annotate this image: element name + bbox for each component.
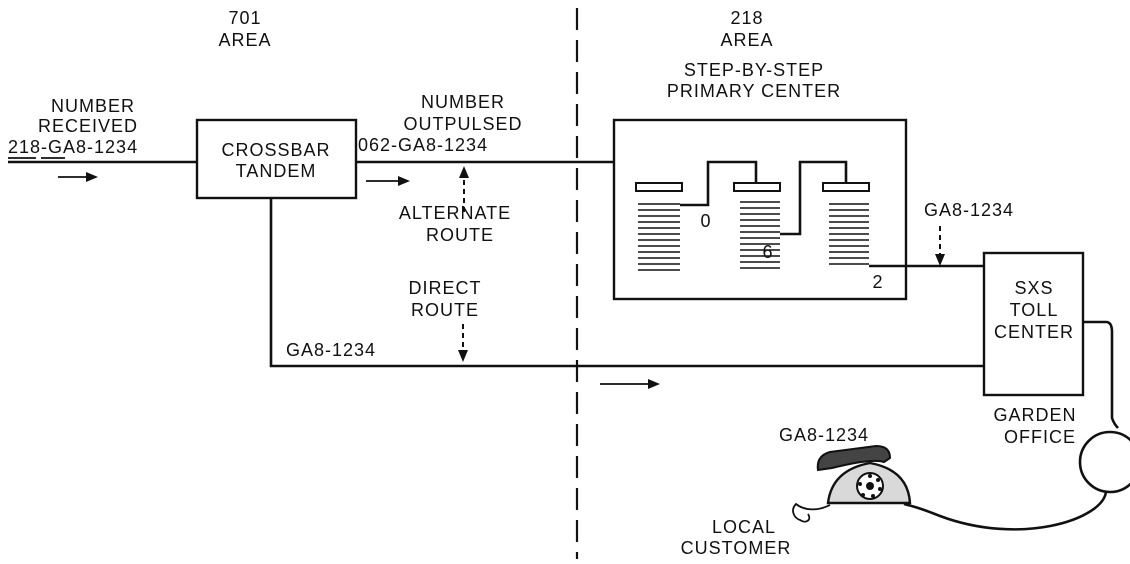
crossbar-tandem-line2: TANDEM <box>236 161 317 181</box>
number-received-line1: NUMBER <box>51 96 135 116</box>
selector-3-digit: 2 <box>872 272 883 292</box>
local-customer-line1: LOCAL <box>712 517 776 537</box>
crossbar-tandem-box <box>195 118 358 200</box>
local-loop-lower <box>903 491 1108 531</box>
selector-link-2-3 <box>780 160 848 236</box>
garden-office-circle <box>1078 430 1130 494</box>
selector-2-wiper <box>733 182 781 192</box>
primary-center-title-line1: STEP-BY-STEP <box>684 60 824 80</box>
right-area-label: AREA <box>720 30 773 50</box>
customer-number: GA8-1234 <box>779 425 869 445</box>
direct-route-label-line2: ROUTE <box>411 300 479 320</box>
primary-center-title-line2: PRIMARY CENTER <box>667 81 841 101</box>
direct-route-arrow-head <box>648 379 660 389</box>
garden-office-line2: OFFICE <box>1004 427 1076 447</box>
telephone-icon <box>792 444 912 523</box>
selector-1-digit: 0 <box>700 211 711 231</box>
local-loop-upper <box>1083 320 1119 429</box>
trunk-number-label: GA8-1234 <box>924 200 1014 220</box>
number-received-value: 218-GA8-1234 <box>8 137 138 157</box>
left-area-code: 701 <box>228 8 261 28</box>
number-outpulsed-line2: OUTPULSED <box>403 114 522 134</box>
selector-1-bank <box>638 203 680 271</box>
toll-center-line2: TOLL <box>1010 300 1059 320</box>
number-outpulsed-value: 062-GA8-1234 <box>358 135 488 155</box>
trunk-number-pointer-head <box>935 254 945 266</box>
alternate-route-pointer-head <box>459 166 469 178</box>
toll-center-line3: CENTER <box>994 322 1074 342</box>
direct-route-pointer-head <box>458 350 468 362</box>
toll-center-line1: SXS <box>1014 278 1053 298</box>
number-outpulsed-line1: NUMBER <box>421 92 505 112</box>
selector-3-bank <box>829 203 869 265</box>
alternate-route-label-line2: ROUTE <box>426 225 494 245</box>
selector-2-digit: 6 <box>762 242 773 262</box>
left-area-label: AREA <box>218 30 271 50</box>
direct-route-number: GA8-1234 <box>286 340 376 360</box>
direct-route-trunk <box>269 198 984 368</box>
garden-office-line1: GARDEN <box>993 405 1076 425</box>
selector-2-bank <box>740 201 780 269</box>
alternate-route-label-line1: ALTERNATE <box>399 203 511 223</box>
incoming-arrow-head <box>86 172 98 182</box>
local-customer-line2: CUSTOMER <box>681 538 792 558</box>
selector-1-wiper <box>635 182 683 192</box>
selector-link-1-2 <box>680 160 758 207</box>
direct-route-label-line1: DIRECT <box>409 278 482 298</box>
crossbar-tandem-line1: CROSSBAR <box>221 140 330 160</box>
number-received-line2: RECEIVED <box>38 116 138 136</box>
sxs-toll-center-box <box>982 251 1085 397</box>
alternate-route-arrow-head <box>398 176 410 186</box>
right-area-code: 218 <box>730 8 763 28</box>
selector-3-wiper <box>822 182 870 192</box>
